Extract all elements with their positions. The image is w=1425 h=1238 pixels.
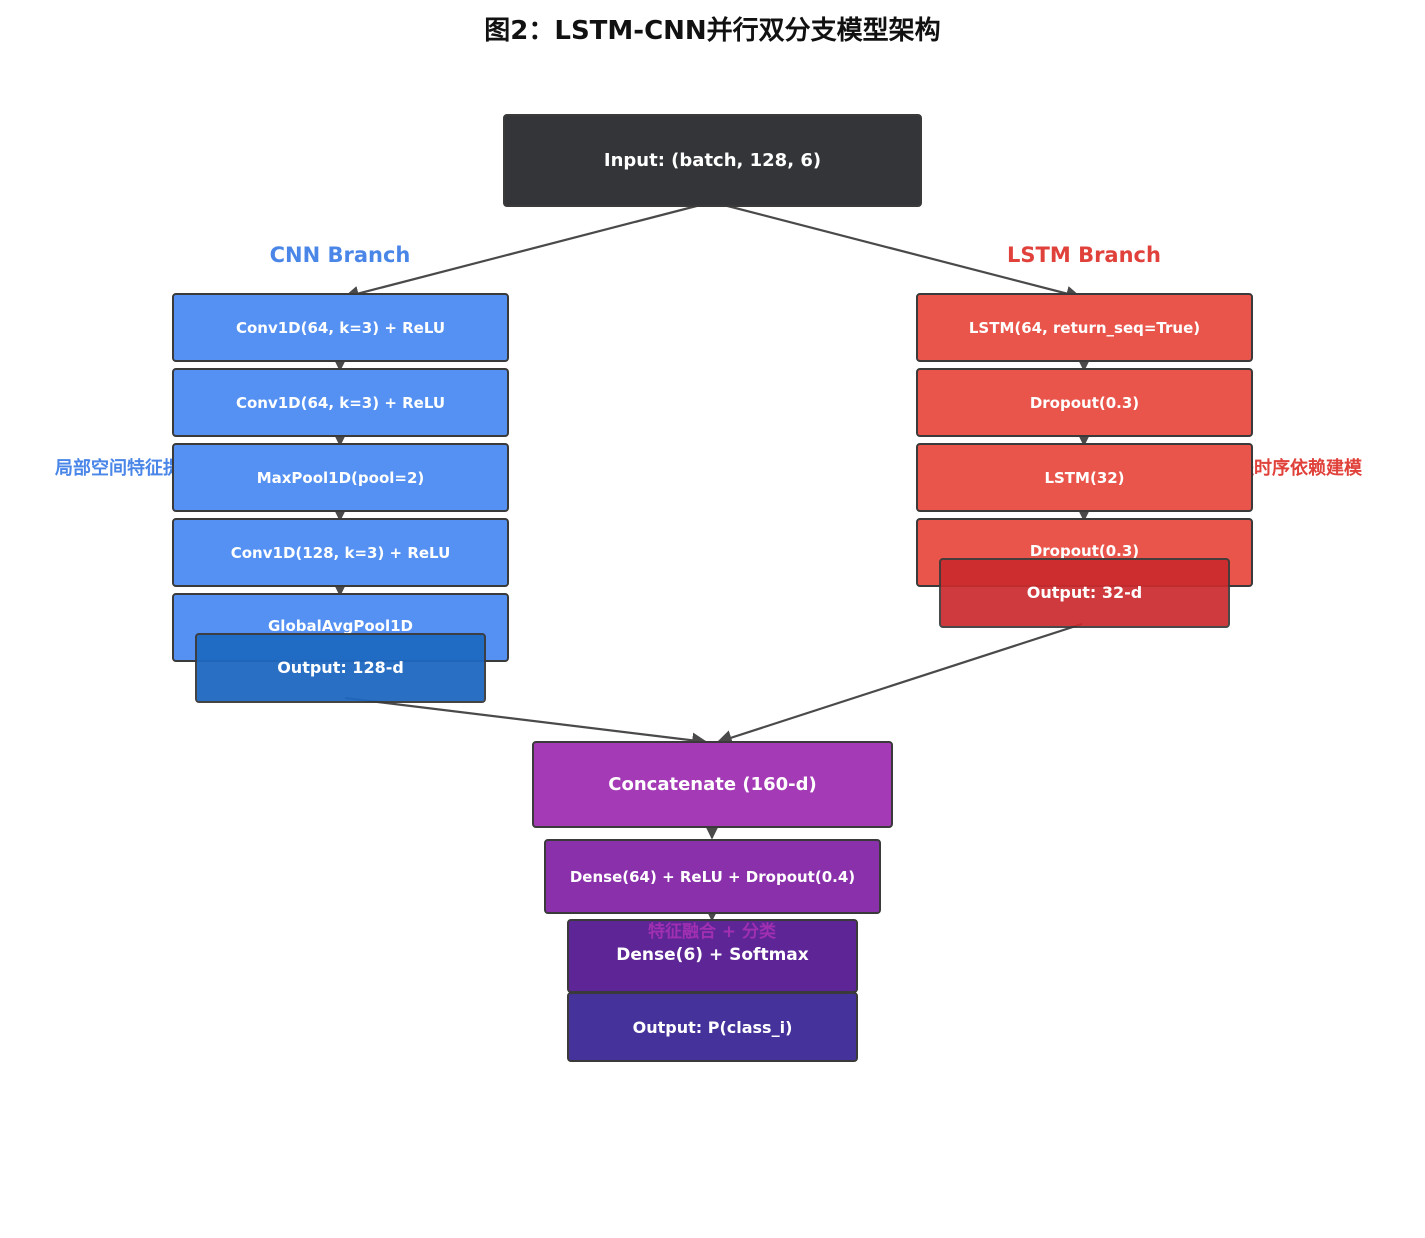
- cnn-layer-label: Conv1D(64, k=3) + ReLU: [235, 393, 446, 412]
- cnn-layer: Conv1D(128, k=3) + ReLU: [172, 518, 509, 587]
- lstm-layer: LSTM(32): [916, 443, 1253, 512]
- cnn-layer: Conv1D(64, k=3) + ReLU: [172, 293, 509, 362]
- edge-input-to-cnn: [343, 200, 713, 301]
- cnn-layer-label: MaxPool1D(pool=2): [256, 468, 425, 487]
- concat-node: Concatenate (160-d): [532, 741, 893, 828]
- dense2-node: Dense(6) + Softmax: [567, 919, 858, 993]
- cnn-layer-label: Conv1D(64, k=3) + ReLU: [235, 318, 446, 337]
- input-node: Input: (batch, 128, 6): [503, 114, 922, 207]
- edge-cnn-out-to-concat: [344, 696, 708, 748]
- lstm-branch-title: LSTM Branch: [1007, 243, 1161, 267]
- dense1-node: Dense(64) + ReLU + Dropout(0.4): [544, 839, 881, 914]
- edge-input-to-lstm: [711, 200, 1082, 301]
- lstm-output-node: Output: 32-d: [939, 558, 1230, 628]
- cnn-layer-label: Conv1D(128, k=3) + ReLU: [230, 543, 451, 562]
- cnn-output-label: Output: 128-d: [277, 658, 404, 677]
- dense1-label: Dense(64) + ReLU + Dropout(0.4): [569, 867, 856, 886]
- lstm-layer-label: LSTM(32): [1044, 468, 1125, 487]
- diagram-title: 图2：LSTM-CNN并行双分支模型架构: [484, 16, 941, 46]
- lstm-layer-label: Dropout(0.3): [1029, 542, 1140, 560]
- cnn-layer: MaxPool1D(pool=2): [172, 443, 509, 512]
- concat-label: Concatenate (160-d): [608, 774, 817, 795]
- dense2-label: Dense(6) + Softmax: [616, 945, 809, 965]
- lstm-output-label: Output: 32-d: [1026, 583, 1143, 602]
- cnn-layer: Conv1D(64, k=3) + ReLU: [172, 368, 509, 437]
- fusion-note: 特征融合 + 分类: [647, 922, 777, 942]
- final-output-node: Output: P(class_i): [567, 992, 858, 1062]
- cnn-output-node: Output: 128-d: [195, 633, 486, 703]
- lstm-layer-label: LSTM(64, return_seq=True): [968, 318, 1201, 337]
- lstm-layer: Dropout(0.3): [916, 368, 1253, 437]
- cnn-layer-label: GlobalAvgPool1D: [268, 617, 413, 635]
- lstm-layer-label: Dropout(0.3): [1029, 393, 1140, 412]
- edge-lstm-out-to-concat: [716, 622, 1083, 746]
- input-label: Input: (batch, 128, 6): [603, 150, 822, 171]
- cnn-branch-title: CNN Branch: [269, 243, 411, 267]
- lstm-layer: LSTM(64, return_seq=True): [916, 293, 1253, 362]
- cnn-branch-note: 局部空间特征提取: [55, 458, 199, 479]
- lstm-branch-note: 长程时序依赖建模: [1218, 458, 1362, 479]
- final-output-label: Output: P(class_i): [632, 1017, 793, 1037]
